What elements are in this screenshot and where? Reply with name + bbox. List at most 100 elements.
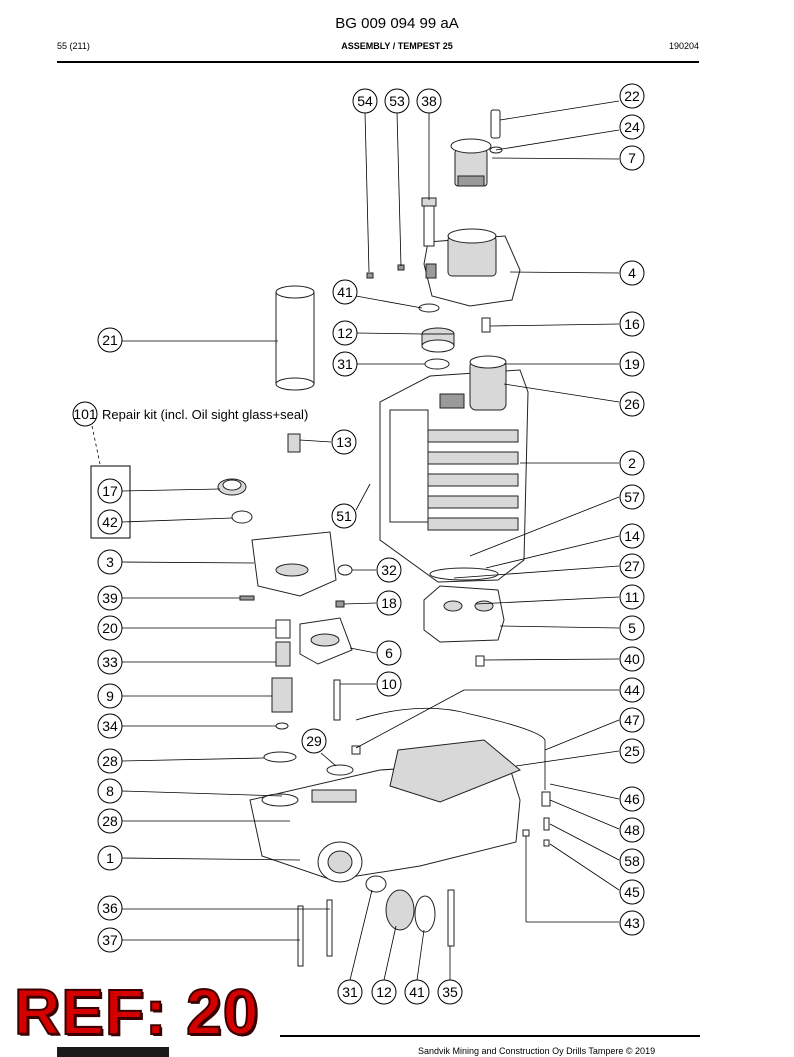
cylinder-part bbox=[275, 285, 315, 391]
svg-text:29: 29 bbox=[306, 733, 322, 749]
valve-spool-part bbox=[299, 617, 353, 721]
callout-17: 17 bbox=[97, 478, 123, 504]
revision-date: 190204 bbox=[668, 41, 699, 51]
svg-text:12: 12 bbox=[376, 984, 392, 1000]
callout-5: 5 bbox=[619, 615, 645, 641]
svg-text:6: 6 bbox=[385, 645, 393, 661]
o-ring-part bbox=[424, 358, 450, 370]
svg-text:5: 5 bbox=[628, 620, 636, 636]
callout-39: 39 bbox=[97, 585, 123, 611]
callout-57: 57 bbox=[619, 484, 645, 510]
callout-12-bottom: 12 bbox=[371, 979, 397, 1005]
callout-12: 12 bbox=[332, 320, 358, 346]
svg-text:33: 33 bbox=[102, 654, 118, 670]
valve-housing-part bbox=[251, 433, 353, 597]
svg-text:28: 28 bbox=[102, 753, 118, 769]
callout-27: 27 bbox=[619, 553, 645, 579]
main-body-part bbox=[379, 355, 529, 583]
circlip-part bbox=[418, 303, 440, 313]
callout-13: 13 bbox=[331, 429, 357, 455]
callout-22: 22 bbox=[619, 83, 645, 109]
svg-text:14: 14 bbox=[624, 528, 640, 544]
ref-stamp: REF: 20 bbox=[13, 976, 260, 1048]
svg-text:7: 7 bbox=[628, 150, 636, 166]
callout-20: 20 bbox=[97, 615, 123, 641]
callout-2: 2 bbox=[619, 450, 645, 476]
svg-text:47: 47 bbox=[624, 712, 640, 728]
svg-text:3: 3 bbox=[106, 554, 114, 570]
svg-text:32: 32 bbox=[381, 562, 397, 578]
svg-text:41: 41 bbox=[337, 284, 353, 300]
svg-text:19: 19 bbox=[624, 356, 640, 372]
svg-text:28: 28 bbox=[102, 813, 118, 829]
callout-48: 48 bbox=[619, 817, 645, 843]
callout-11: 11 bbox=[619, 584, 645, 610]
svg-text:24: 24 bbox=[624, 119, 640, 135]
lower-block-part bbox=[423, 567, 505, 667]
document-number: BG 009 094 99 aA bbox=[335, 15, 459, 32]
svg-text:1: 1 bbox=[106, 850, 114, 866]
pin-part bbox=[489, 109, 503, 154]
svg-text:10: 10 bbox=[381, 676, 397, 692]
svg-text:45: 45 bbox=[624, 884, 640, 900]
callout-46: 46 bbox=[619, 786, 645, 812]
svg-text:18: 18 bbox=[381, 595, 397, 611]
callout-28-lower: 28 bbox=[97, 808, 123, 834]
svg-text:57: 57 bbox=[624, 489, 640, 505]
callout-19: 19 bbox=[619, 351, 645, 377]
svg-text:54: 54 bbox=[357, 93, 373, 109]
repair-kit-bracket bbox=[90, 465, 131, 539]
svg-text:36: 36 bbox=[102, 900, 118, 916]
callout-29: 29 bbox=[301, 728, 327, 754]
callout-33: 33 bbox=[97, 649, 123, 675]
callout-44: 44 bbox=[619, 677, 645, 703]
callout-6: 6 bbox=[376, 640, 402, 666]
svg-text:26: 26 bbox=[624, 396, 640, 412]
bottom-bolts-part bbox=[297, 875, 455, 967]
callout-37: 37 bbox=[97, 927, 123, 953]
svg-text:44: 44 bbox=[624, 682, 640, 698]
brand-logo-bar bbox=[57, 1047, 169, 1057]
repair-kit-label: Repair kit (incl. Oil sight glass+seal) bbox=[102, 407, 308, 422]
callout-24: 24 bbox=[619, 114, 645, 140]
callout-18: 18 bbox=[376, 590, 402, 616]
callout-36: 36 bbox=[97, 895, 123, 921]
svg-text:46: 46 bbox=[624, 791, 640, 807]
svg-text:2: 2 bbox=[628, 455, 636, 471]
callout-54: 54 bbox=[352, 88, 378, 114]
callout-4: 4 bbox=[619, 260, 645, 286]
svg-text:43: 43 bbox=[624, 915, 640, 931]
callout-7: 7 bbox=[619, 145, 645, 171]
callout-14: 14 bbox=[619, 523, 645, 549]
oil-tube-part bbox=[351, 707, 551, 847]
callout-58: 58 bbox=[619, 848, 645, 874]
callout-31-bottom: 31 bbox=[337, 979, 363, 1005]
callout-1: 1 bbox=[97, 845, 123, 871]
svg-text:17: 17 bbox=[102, 483, 118, 499]
callout-40: 40 bbox=[619, 646, 645, 672]
callout-38: 38 bbox=[416, 88, 442, 114]
svg-text:101: 101 bbox=[73, 406, 97, 422]
callout-16: 16 bbox=[619, 311, 645, 337]
callout-21: 21 bbox=[97, 327, 123, 353]
svg-text:31: 31 bbox=[342, 984, 358, 1000]
svg-text:13: 13 bbox=[336, 434, 352, 450]
callout-10: 10 bbox=[376, 671, 402, 697]
callout-3: 3 bbox=[97, 549, 123, 575]
callout-43: 43 bbox=[619, 910, 645, 936]
svg-text:9: 9 bbox=[106, 688, 114, 704]
svg-text:42: 42 bbox=[102, 514, 118, 530]
bottom-housing-part bbox=[249, 739, 521, 883]
svg-text:53: 53 bbox=[389, 93, 405, 109]
section-title: ASSEMBLY / TEMPEST 25 bbox=[341, 41, 453, 51]
callout-45: 45 bbox=[619, 879, 645, 905]
callout-53: 53 bbox=[384, 88, 410, 114]
svg-text:40: 40 bbox=[624, 651, 640, 667]
footer-rule bbox=[280, 1035, 700, 1037]
spring-stack-part bbox=[239, 595, 354, 776]
upper-housing-part bbox=[423, 228, 521, 307]
svg-text:11: 11 bbox=[625, 589, 640, 605]
svg-text:27: 27 bbox=[624, 558, 640, 574]
svg-text:21: 21 bbox=[102, 332, 118, 348]
